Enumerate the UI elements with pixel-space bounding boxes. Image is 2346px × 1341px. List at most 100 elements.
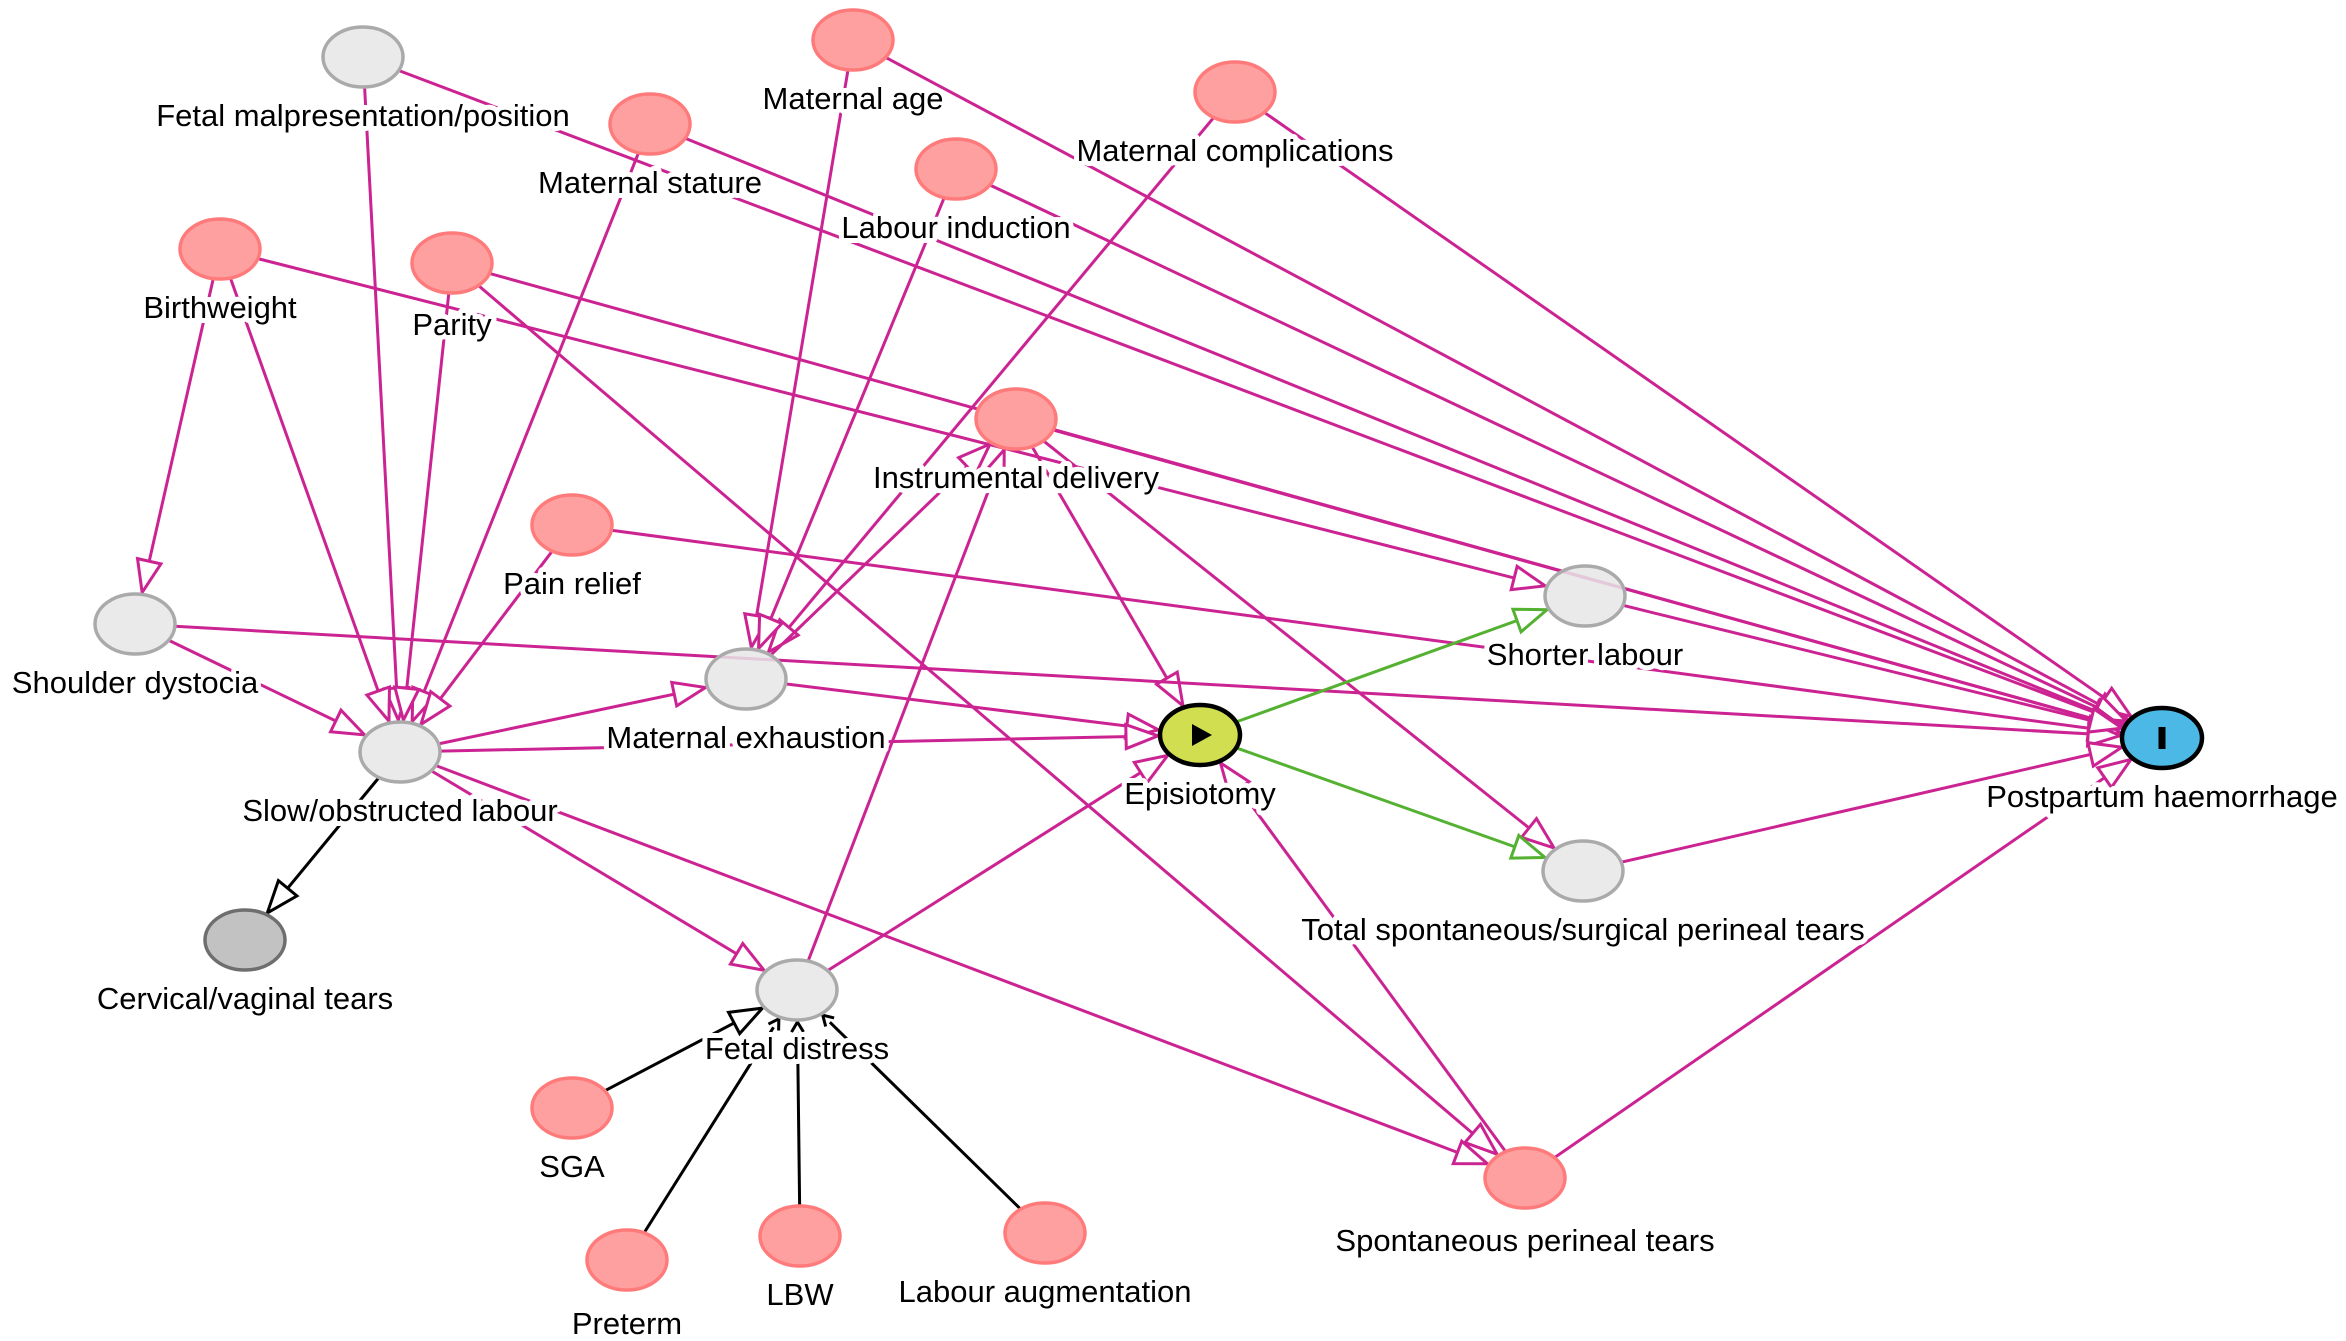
node-maternal-age[interactable]	[811, 8, 895, 72]
edge-total_tears-to-pph	[1620, 740, 2126, 864]
node-label: Slow/obstructed labour	[242, 793, 557, 828]
edge-slow_labour-to-maternal_exhaustion	[438, 680, 710, 746]
node-shape[interactable]	[321, 25, 405, 89]
arrowhead-icon	[726, 1006, 767, 1037]
edge-preterm-to-fetal_distress	[642, 1016, 781, 1234]
node-shape[interactable]	[1003, 1201, 1087, 1265]
edge-line	[477, 284, 1499, 1156]
edge-line	[1042, 439, 1555, 850]
node-labour-augmentation[interactable]	[1003, 1201, 1087, 1265]
edge-sga-to-fetal_distress	[604, 1006, 767, 1093]
node-shape[interactable]	[178, 217, 262, 281]
node-shape[interactable]	[1483, 1146, 1567, 1210]
node-shape[interactable]	[410, 231, 494, 295]
node-label: Birthweight	[143, 290, 297, 325]
node-maternal-stature[interactable]	[608, 92, 692, 156]
node-shape[interactable]	[93, 592, 177, 656]
edge-lbw-to-fetal_distress	[790, 1019, 805, 1207]
node-shape[interactable]	[914, 137, 998, 201]
edge-line	[785, 682, 1159, 732]
node-instrumental-delivery[interactable]	[974, 387, 1058, 451]
edge-line	[767, 116, 1215, 653]
edge-line	[167, 638, 366, 737]
edge-maternal_exhaustion-to-instrumental_delivery	[769, 441, 994, 657]
node-shape[interactable]	[530, 493, 614, 557]
edge-slow_labour-to-fetal_distress	[430, 769, 768, 973]
node-pain-relief[interactable]	[530, 493, 614, 557]
node-shape[interactable]	[755, 958, 839, 1022]
node-total-tears[interactable]	[1541, 839, 1625, 903]
node-shape[interactable]	[1541, 839, 1625, 903]
edge-line	[826, 754, 1169, 972]
node-labour-induction[interactable]	[914, 137, 998, 201]
nodes-layer	[93, 8, 2205, 1292]
edge-line	[401, 292, 451, 721]
edge-maternal_complications-to-pph	[1263, 111, 2135, 719]
arrowhead-icon	[790, 1019, 805, 1033]
edge-line	[398, 69, 2125, 726]
node-preterm[interactable]	[585, 1228, 669, 1292]
edge-line	[438, 686, 706, 746]
node-episiotomy[interactable]	[1157, 702, 1243, 768]
node-label: Maternal age	[763, 81, 944, 116]
node-pph[interactable]	[2119, 705, 2205, 771]
arrowhead-icon	[767, 1016, 781, 1031]
node-birthweight[interactable]	[178, 217, 262, 281]
edge-episiotomy-to-shorter_labour	[1235, 607, 1552, 724]
edge-spontaneous_tears-to-pph	[1553, 757, 2135, 1159]
node-shape[interactable]	[585, 1228, 669, 1292]
edge-line	[884, 56, 2129, 721]
node-shape[interactable]	[203, 908, 287, 972]
node-spontaneous-tears[interactable]	[1483, 1146, 1567, 1210]
edge-line	[140, 278, 215, 593]
node-fetal-malpresentation[interactable]	[321, 25, 405, 89]
edge-line	[174, 624, 2121, 738]
node-label: Labour induction	[841, 210, 1070, 245]
node-cervical-tears[interactable]	[203, 908, 287, 972]
arrowhead-icon	[2085, 740, 2126, 769]
node-label: Spontaneous perineal tears	[1335, 1223, 1714, 1258]
node-shape[interactable]	[1193, 60, 1277, 124]
node-label: Maternal complications	[1076, 133, 1393, 168]
node-shape[interactable]	[530, 1076, 614, 1140]
node-fetal-distress[interactable]	[755, 958, 839, 1022]
node-label: Labour augmentation	[898, 1274, 1191, 1309]
edge-birthweight-to-shorter_labour	[257, 257, 1550, 592]
node-shoulder-dystocia[interactable]	[93, 592, 177, 656]
node-lbw[interactable]	[758, 1204, 842, 1268]
edge-line	[419, 550, 554, 726]
edge-shorter_labour-to-pph	[1622, 603, 2127, 734]
edge-episiotomy-to-total_tears	[1235, 746, 1549, 860]
arrowhead-icon	[328, 707, 369, 737]
node-sga[interactable]	[530, 1076, 614, 1140]
edge-slow_labour-to-episiotomy	[439, 722, 1163, 753]
edge-line	[1235, 608, 1548, 724]
node-shape[interactable]	[811, 8, 895, 72]
node-shape[interactable]	[358, 720, 442, 784]
node-shape[interactable]	[704, 647, 788, 711]
edge-line	[642, 1018, 781, 1234]
node-slow-labour[interactable]	[358, 720, 442, 784]
node-shape[interactable]	[974, 387, 1058, 451]
node-maternal-complications[interactable]	[1193, 60, 1277, 124]
node-shorter-labour[interactable]	[1543, 564, 1627, 628]
edge-parity-to-slow_labour	[392, 292, 451, 725]
node-maternal-exhaustion[interactable]	[704, 647, 788, 711]
arrowhead-icon	[1510, 607, 1552, 635]
arrowhead-icon	[2086, 706, 2127, 734]
edge-line	[363, 86, 400, 721]
node-label: Cervical/vaginal tears	[97, 981, 393, 1016]
node-label: Episiotomy	[1124, 776, 1276, 811]
node-shape[interactable]	[758, 1204, 842, 1268]
node-parity[interactable]	[410, 231, 494, 295]
edge-line	[769, 442, 992, 657]
arrowhead-icon	[1217, 759, 1252, 799]
edge-line	[1620, 745, 2123, 864]
edge-fetal_distress-to-instrumental_delivery	[806, 445, 1006, 962]
node-shape[interactable]	[608, 92, 692, 156]
node-label: Maternal stature	[538, 165, 762, 200]
node-shape[interactable]	[1543, 564, 1627, 628]
edge-birthweight-to-shoulder_dystocia	[135, 278, 215, 597]
edge-labour_induction-to-maternal_exhaustion	[756, 197, 946, 653]
